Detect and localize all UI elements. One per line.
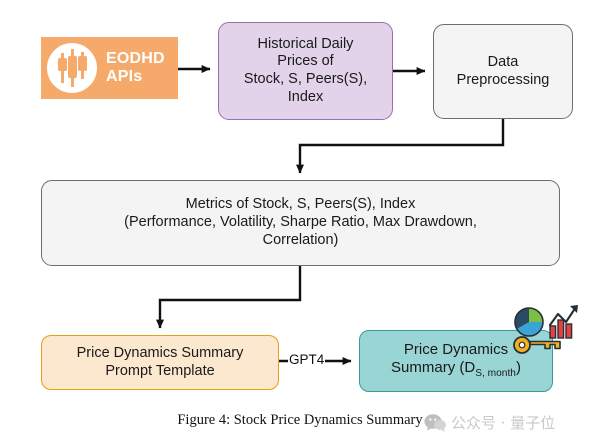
node-data-preprocessing: Data Preprocessing: [433, 24, 573, 119]
historical-line-3: Stock, S, Peers(S),: [243, 71, 368, 87]
figure-caption: Figure 4: Stock Price Dynamics Summary: [177, 412, 423, 428]
node-eodhd-apis: EODHD APIs: [41, 37, 178, 99]
preprocessing-line-1: Data: [487, 53, 519, 70]
candlestick-chart-icon: [47, 43, 97, 93]
metrics-line-3: Correlation): [262, 231, 339, 248]
historical-line-4: Index: [287, 88, 324, 105]
eodhd-label-line2: APIs: [106, 68, 143, 85]
historical-line-1: Historical Daily: [257, 35, 354, 52]
eodhd-label-line1: EODHD: [106, 50, 165, 68]
node-historical-daily-prices: Historical Daily Prices of Stock, S, Pee…: [218, 22, 393, 120]
preprocessing-line-2: Preprocessing: [456, 71, 550, 88]
summary-line-2: Summary (DS, month): [391, 359, 521, 380]
eodhd-label: EODHD APIs: [106, 50, 165, 86]
summary-line-2-suffix: ): [515, 359, 521, 377]
node-metrics: Metrics of Stock, S, Peers(S), Index (Pe…: [41, 180, 560, 266]
node-price-dynamics-summary: Price Dynamics Summary (DS, month): [359, 330, 553, 392]
watermark: 公众号 · 量子位: [424, 412, 555, 433]
key-icon: [513, 336, 561, 354]
historical-line-2: Prices of: [277, 53, 334, 70]
edge-preprocessing-to-metrics: [296, 119, 505, 174]
metrics-line-2: (Performance, Volatility, Sharpe Ratio, …: [124, 214, 477, 231]
wechat-bubble-icon: [424, 414, 446, 432]
node-prompt-template: Price Dynamics Summary Prompt Template: [41, 335, 279, 390]
analytics-icon-cluster: [512, 303, 592, 361]
edge-label-gpt4: GPT4: [288, 352, 326, 367]
summary-line-2-prefix: Summary (D: [391, 359, 476, 377]
metrics-line-1: Metrics of Stock, S, Peers(S), Index: [185, 196, 416, 213]
summary-line-2-subscript: S, month: [475, 368, 516, 380]
prompt-line-1: Price Dynamics Summary: [76, 344, 244, 361]
watermark-text: 公众号 · 量子位: [451, 414, 556, 432]
edge-metrics-to-prompt: [156, 266, 302, 329]
bar-chart-trend-icon: [548, 305, 578, 339]
summary-line-1: Price Dynamics: [403, 341, 509, 359]
pie-chart-icon: [514, 307, 544, 337]
prompt-line-2: Prompt Template: [105, 362, 215, 379]
